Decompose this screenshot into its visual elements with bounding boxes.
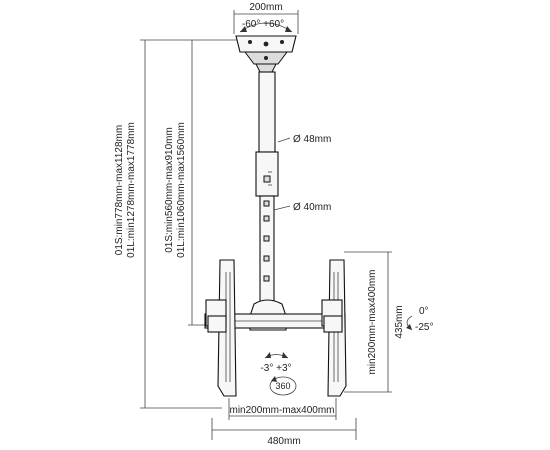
bottom-width-dimension: 480mm — [211, 418, 357, 447]
right-bracket — [321, 259, 347, 397]
vesa-horizontal-dimension: min200mm-max400mm — [228, 398, 337, 420]
top-width-dimension: 200mm — [233, 2, 299, 34]
pole-height-dimension: 01S:min560mm-max910mm 01L:min1060mm-max1… — [164, 40, 260, 326]
lower-pole: Ø 40mm — [259, 195, 331, 303]
vesa-horizontal-label: min200mm-max400mm — [229, 405, 334, 416]
arm-height-label: 435mm — [394, 305, 405, 338]
tilt-down-label: -25° — [415, 322, 433, 333]
left-bracket — [205, 259, 237, 397]
height-01l-pole-label: 01L:min1060mm-max1560mm — [176, 122, 187, 258]
vesa-vertical-label: min200mm-max400mm — [367, 269, 378, 374]
total-height-dimension: 01S:min778mm-max1128mm 01L:min1278mm-max… — [114, 39, 240, 409]
upper-pole-label: Ø 48mm — [293, 134, 331, 145]
height-01l-total-label: 01L:min1278mm-max1778mm — [126, 122, 137, 258]
ceiling-plate — [235, 35, 297, 73]
height-01s-total-label: 01S:min778mm-max1128mm — [114, 125, 125, 255]
tilt-indicator: 0° -25° — [406, 306, 433, 333]
rotation-indicator: 360 — [269, 376, 297, 396]
top-width-label: 200mm — [249, 2, 282, 13]
lower-pole-label: Ø 40mm — [293, 202, 331, 213]
swivel-indicator: -3° +3° — [260, 352, 292, 374]
head-tilt-label: -60° +60° — [242, 19, 284, 30]
upper-pole: Ø 48mm — [255, 71, 331, 197]
bottom-width-label: 480mm — [267, 436, 300, 447]
swivel-label: -3° +3° — [260, 363, 291, 374]
arm-height-dimension: 435mm — [344, 251, 405, 393]
head-tilt-indicator: -60° +60° — [239, 19, 293, 33]
rotation-label: 360 — [275, 381, 290, 391]
height-01s-pole-label: 01S:min560mm-max910mm — [164, 127, 175, 253]
tilt-up-label: 0° — [419, 306, 429, 317]
